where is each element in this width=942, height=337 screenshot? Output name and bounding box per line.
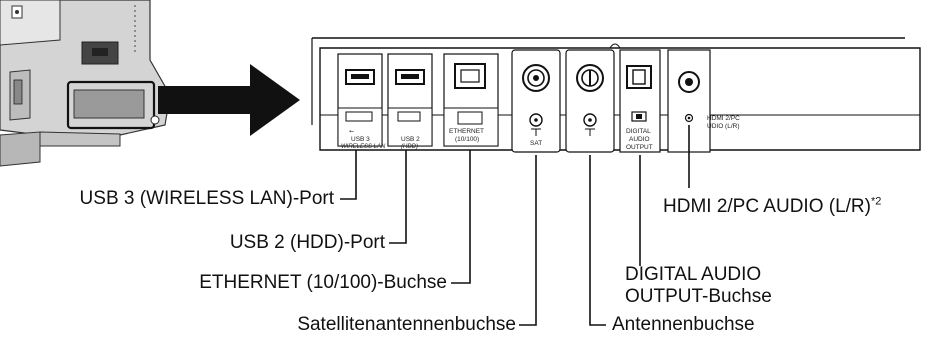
leader-ethernet — [451, 150, 471, 284]
zoom-arrow — [158, 64, 300, 136]
leader-lines — [340, 125, 690, 326]
panel-wireless-text: WIRELESS LAN — [341, 144, 386, 150]
label-satellite-jack: Satellitenantennenbuchse — [297, 314, 516, 335]
panel-ethernet-speed-text: (10/100) — [455, 136, 479, 143]
panel-hdmi-line1: HDMI 2/PC — [707, 115, 740, 122]
ethernet-port-icon — [454, 63, 486, 89]
panel-hdd-text: (HDD) — [401, 144, 418, 150]
panel-audio-text: AUDIO — [629, 136, 650, 143]
label-hdmi-audio: HDMI 2/PC AUDIO (L/R)*2 — [663, 191, 881, 218]
usb3-icon-label: ⭠ — [349, 128, 354, 135]
label-ethernet-jack: ETHERNET (10/100)-Buchse — [199, 272, 447, 293]
panel-ethernet-text: ETHERNET — [449, 128, 484, 135]
connector-panel: ⭠ USB 3 WIRELESS LAN USB 2 (HDD) ETHERNE… — [311, 37, 921, 153]
panel-usb2-text: USB 2 — [401, 136, 420, 143]
leader-usb2 — [389, 150, 407, 244]
footnote-marker: *2 — [870, 196, 882, 208]
label-usb2-port: USB 2 (HDD)-Port — [229, 232, 385, 253]
leader-usb3 — [340, 150, 357, 200]
label-usb3-port: USB 3 (WIRELESS LAN)-Port — [79, 188, 334, 209]
panel-hdmi-line2: UDIO (L/R) — [707, 123, 740, 130]
label-digital-audio-line1: DIGITAL AUDIO — [625, 264, 762, 285]
tv-rear-illustration — [0, 0, 171, 167]
panel-digital-text: DIGITAL — [626, 128, 651, 135]
panel-sat-text: SAT — [530, 140, 542, 147]
leader-antenna — [589, 155, 606, 326]
panel-usb3-text: USB 3 — [351, 136, 370, 143]
panel-output-text: OUTPUT — [626, 144, 653, 151]
leader-satellite — [519, 155, 537, 326]
label-antenna-jack: Antennenbuchse — [612, 314, 755, 335]
label-digital-audio-line2: OUTPUT-Buchse — [625, 286, 772, 307]
label-hdmi-audio-text: HDMI 2/PC AUDIO (L/R)*2 — [663, 196, 882, 218]
